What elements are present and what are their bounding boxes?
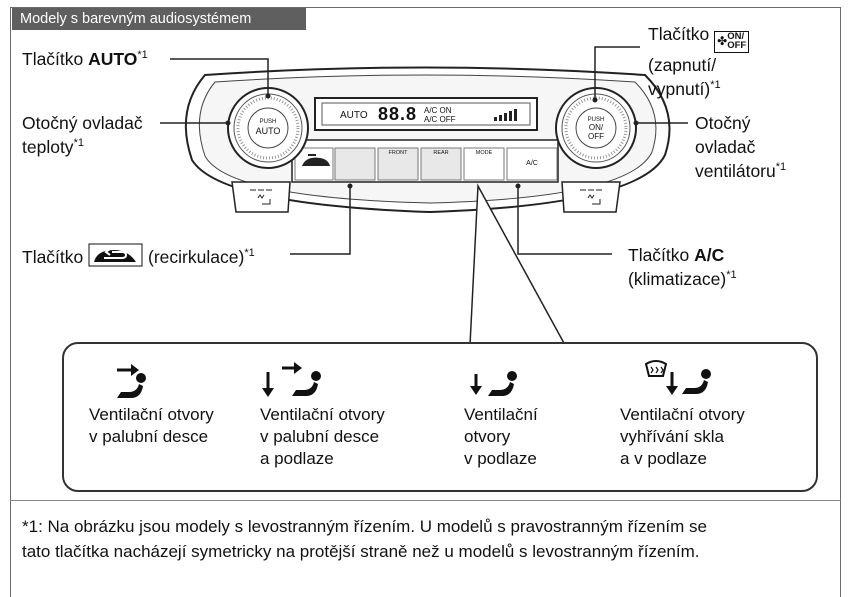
vent-mode-floor: Ventilační otvory v podlaze [464, 358, 538, 470]
left-knob-auto: AUTO [255, 126, 281, 136]
climate-control-panel [160, 46, 688, 346]
vent-mode-dashboard-line2: v palubní desce [89, 427, 209, 446]
section-header: Modely s barevným audiosystémem [12, 8, 306, 30]
fan-on-off-icon: ✤ ON/OFF [714, 31, 750, 54]
frame-top-line [10, 7, 841, 8]
ac-button-callout-label: Tlačítko A/C (klimatizace)*1 [628, 245, 737, 289]
vent-mode-floor-line2: otvory [464, 427, 511, 446]
front-button-label: FRONT [388, 150, 408, 156]
ac-button-label: A/C [526, 160, 538, 167]
vent-mode-floor-line1: Ventilační [464, 405, 538, 424]
right-knob-on: ON/ [588, 123, 604, 132]
ac-button[interactable]: A/C [507, 160, 557, 168]
recirculation-icon [88, 243, 143, 272]
vent-mode-dashboard-floor-line1: Ventilační otvory [260, 405, 385, 424]
footnote-line1: *1: Na obrázku jsou modely s levostranný… [22, 517, 707, 536]
display-auto: AUTO [340, 110, 368, 121]
rear-button-label: REAR [433, 150, 449, 156]
mode-button[interactable]: MODE [464, 150, 504, 157]
recirculation-button-label: Tlačítko (recirkulace)*1 [22, 243, 255, 272]
onoff-button-label: Tlačítko ✤ ON/OFF (zapnutí/ vypnutí)*1 [648, 22, 750, 101]
vent-mode-floor-line3: v podlaze [464, 449, 537, 468]
frame-right-line [840, 7, 841, 597]
vent-mode-dashboard-line1: Ventilační otvory [89, 405, 214, 424]
front-defrost-button[interactable]: FRONT [378, 150, 418, 157]
vent-mode-defrost-floor: Ventilační otvory vyhřívání skla a v pod… [620, 358, 745, 470]
display-ac-off: A/C OFF [424, 115, 456, 124]
footnote: *1: Na obrázku jsou modely s levostranný… [22, 514, 842, 564]
mode-button-label: MODE [475, 150, 493, 156]
vent-mode-defrost-floor-line1: Ventilační otvory [620, 405, 745, 424]
auto-button-label: Tlačítko AUTO*1 [22, 49, 148, 69]
display-fan-bars-icon [492, 108, 520, 122]
dash-vent-icon [117, 364, 146, 398]
rear-defrost-button[interactable]: REAR [421, 150, 461, 157]
display-temp: 88.8 [378, 104, 418, 124]
left-knob-text: PUSH AUTO [253, 119, 283, 137]
display-ac-status: A/C ON A/C OFF [424, 106, 456, 124]
vent-mode-defrost-floor-line2: vyhřívání skla [620, 427, 724, 446]
defrost-floor-vent-icon [644, 360, 711, 395]
vent-mode-dashboard-floor: Ventilační otvory v palubní desce a podl… [260, 358, 385, 470]
footnote-line2: tato tlačítka nacházejí symetricky na pr… [22, 542, 700, 561]
frame-divider-line [10, 500, 841, 501]
floor-vent-icon [470, 371, 517, 396]
temperature-knob-label: Otočný ovladač teploty*1 [22, 113, 143, 157]
right-knob-off: OFF [588, 132, 604, 141]
vent-modes-callout: Ventilační otvory v palubní desce Ventil… [62, 342, 818, 492]
right-knob-push: PUSH [587, 117, 605, 123]
vent-mode-defrost-floor-line3: a v podlaze [620, 449, 707, 468]
frame-left-line [10, 7, 11, 597]
fan-knob-label: Otočný ovladač ventilátoru*1 [695, 113, 787, 181]
left-knob-push: PUSH [259, 119, 277, 125]
dash-floor-vent-icon [262, 362, 321, 397]
vent-mode-dashboard: Ventilační otvory v palubní desce [89, 358, 214, 448]
vent-mode-dashboard-floor-line3: a podlaze [260, 449, 334, 468]
right-knob-text: PUSH ON/ OFF [581, 117, 611, 142]
vent-mode-dashboard-floor-line2: v palubní desce [260, 427, 380, 446]
display-ac-on: A/C ON [424, 106, 452, 115]
